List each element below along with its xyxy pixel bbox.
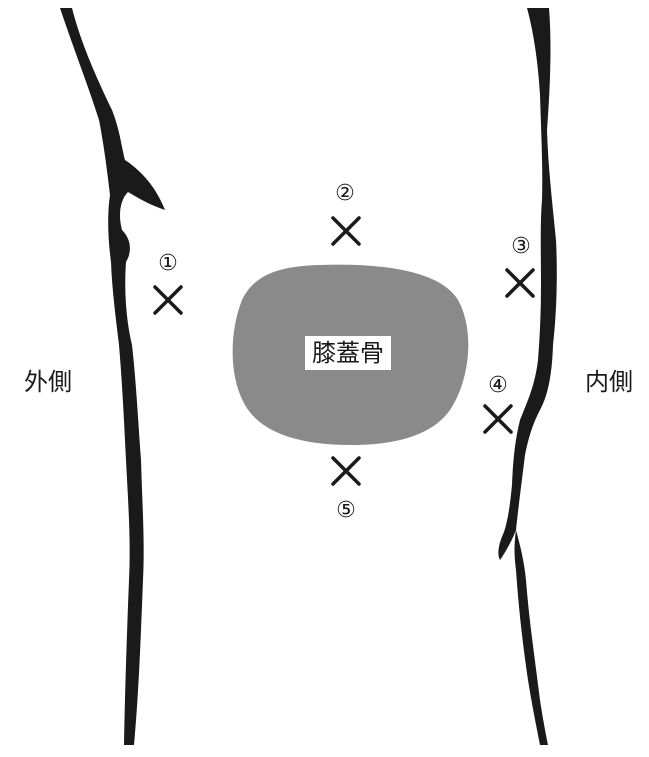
marker-4-cross <box>483 404 513 434</box>
patella-label-box <box>305 336 391 370</box>
marker-4-number: ④ <box>488 373 508 398</box>
patella-label: 膝蓋骨 <box>312 339 384 367</box>
marker-3-number: ③ <box>511 234 531 259</box>
marker-5-cross <box>331 456 361 486</box>
lateral-leg-outline <box>60 8 165 745</box>
marker-3-cross <box>505 268 535 298</box>
marker-2-number: ② <box>335 181 355 206</box>
marker-1-cross <box>153 285 183 315</box>
marker-1-number: ① <box>158 251 178 276</box>
lateral-side-label: 外側 <box>24 368 72 396</box>
medial-leg-lower-outline <box>514 530 548 745</box>
marker-5-number: ⑤ <box>336 498 356 523</box>
medial-leg-outline <box>498 8 557 560</box>
marker-2-cross <box>331 216 361 246</box>
medial-side-label: 内側 <box>585 368 633 396</box>
